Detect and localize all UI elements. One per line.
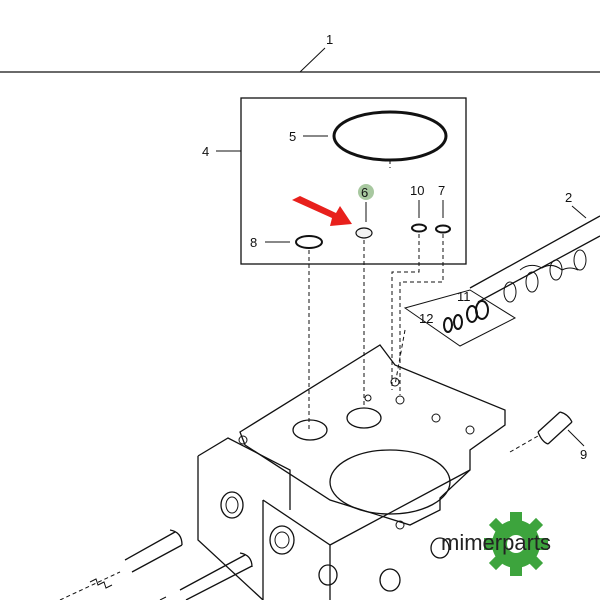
mounting-plate	[239, 344, 506, 526]
callout-12: 12	[419, 311, 433, 326]
valve-block-left	[197, 437, 291, 600]
front-port-3	[318, 564, 338, 586]
lower-spool-b	[179, 552, 253, 600]
small-o-ring	[295, 235, 323, 249]
plug-part	[355, 227, 373, 239]
spool-land-b	[549, 259, 563, 281]
lower-spool-a	[124, 529, 183, 573]
leader-9	[567, 429, 585, 447]
callout-5: 5	[289, 129, 296, 144]
watermark-gear-icon	[484, 512, 548, 576]
dash-12	[394, 329, 406, 386]
dash-7	[399, 234, 444, 395]
spool-land-a	[525, 271, 539, 293]
front-port-2	[269, 525, 295, 555]
front-port-1	[220, 491, 244, 519]
bolt-hole-5	[364, 394, 372, 402]
large-o-ring	[332, 110, 448, 162]
callout-11: 11	[457, 289, 471, 304]
spool-end	[503, 281, 517, 303]
seal-bracket	[403, 289, 517, 347]
leader-1	[299, 47, 326, 73]
callout-1: 1	[326, 32, 333, 47]
bolt-hole-1	[238, 435, 248, 445]
front-port-2-inner	[274, 531, 290, 549]
lower-springs	[89, 578, 167, 600]
bolt-hole-3	[431, 413, 441, 423]
seal-10	[411, 223, 427, 233]
watermark-text: mimerparts	[441, 530, 551, 555]
red-arrow-icon	[292, 196, 352, 226]
bolt-hole-6	[465, 425, 475, 435]
seal-12a	[443, 317, 453, 333]
seal-kit-box	[240, 97, 467, 265]
callout-4: 4	[202, 144, 209, 159]
front-port-4	[379, 568, 401, 592]
plate-main-bore	[329, 449, 451, 515]
dash-10	[391, 234, 420, 390]
bolt-hole-2	[390, 377, 400, 387]
spool-land-c	[573, 249, 587, 271]
leader-2	[571, 205, 587, 219]
plate-port-b	[346, 407, 382, 429]
seal-12b	[453, 314, 463, 330]
plug-9	[537, 411, 573, 445]
plate-port-a	[292, 419, 328, 441]
front-port-1-inner	[225, 496, 239, 514]
callout-6: 6	[361, 185, 368, 200]
bolt-hole-4	[395, 395, 405, 405]
bolt-hole-7	[395, 520, 405, 530]
seal-11b	[466, 305, 478, 323]
front-port-5	[430, 537, 450, 559]
spool-body	[469, 215, 600, 303]
dash-9	[509, 435, 539, 453]
spool-lands	[519, 264, 579, 271]
seal-7	[435, 224, 451, 234]
callout-7: 7	[438, 183, 445, 198]
valve-block-front	[262, 469, 471, 600]
callout-8: 8	[250, 235, 257, 250]
callout-10: 10	[410, 183, 424, 198]
callout-2: 2	[565, 190, 572, 205]
callout-6-highlight	[358, 184, 374, 200]
callout-9: 9	[580, 447, 587, 462]
